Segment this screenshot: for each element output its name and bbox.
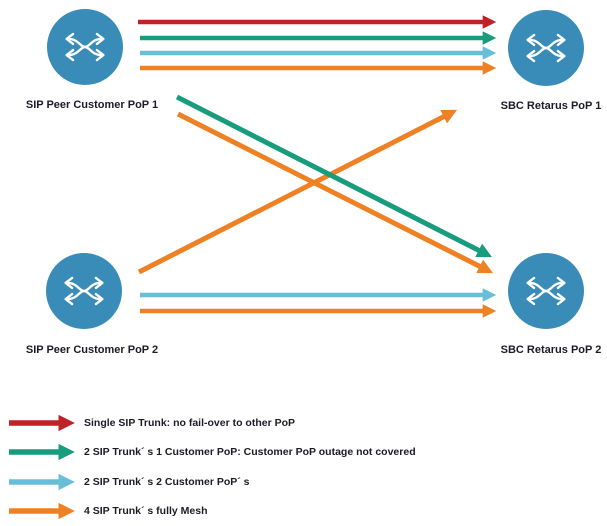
- legend-item-4trunks-mesh: 4 SIP Trunk´ s fully Mesh: [8, 501, 208, 521]
- legend-label-4trunks-mesh: 4 SIP Trunk´ s fully Mesh: [84, 505, 208, 517]
- legend-arrow-orange: [9, 502, 75, 520]
- node-sbc-retarus-pop1-icon: [508, 10, 584, 86]
- node-sbc-retarus-pop2-icon: [508, 253, 584, 329]
- legend-item-2trunks-2pops: 2 SIP Trunk´ s 2 Customer PoP´ s: [8, 472, 250, 492]
- trunk-arrows-diagonal: [137, 94, 494, 275]
- node-label-sip-peer-customer-pop2: SIP Peer Customer PoP 2: [25, 344, 159, 356]
- node-label-sbc-retarus-pop1: SBC Retarus PoP 1: [500, 100, 602, 112]
- trunk-arrows-pop2-to-sbc2: [140, 288, 497, 318]
- legend-label-2trunks-1pop: 2 SIP Trunk´ s 1 Customer PoP: Customer …: [84, 446, 416, 458]
- legend-item-single-trunk: Single SIP Trunk: no fail-over to other …: [8, 413, 295, 433]
- node-sip-peer-customer-pop2-icon: [46, 253, 122, 329]
- node-label-sip-peer-customer-pop1: SIP Peer Customer PoP 1: [25, 99, 159, 111]
- legend-item-2trunks-1pop: 2 SIP Trunk´ s 1 Customer PoP: Customer …: [8, 442, 416, 462]
- arrow-2trunk1pop-pop1-sbc2: [175, 94, 493, 258]
- legend-arrow-blue: [9, 473, 75, 491]
- node-label-sbc-retarus-pop2: SBC Retarus PoP 2: [500, 344, 602, 356]
- legend-arrow-green: [9, 443, 75, 461]
- node-sip-peer-customer-pop1-icon: [47, 9, 123, 85]
- arrow-mesh-pop2-sbc1: [137, 109, 458, 275]
- legend-label-single-trunk: Single SIP Trunk: no fail-over to other …: [84, 417, 295, 429]
- legend-arrow-red: [9, 414, 75, 432]
- legend-label-2trunks-2pops: 2 SIP Trunk´ s 2 Customer PoP´ s: [84, 476, 250, 488]
- arrow-mesh-pop1-sbc2: [176, 111, 494, 274]
- trunk-arrows-pop1-to-sbc1: [138, 15, 497, 75]
